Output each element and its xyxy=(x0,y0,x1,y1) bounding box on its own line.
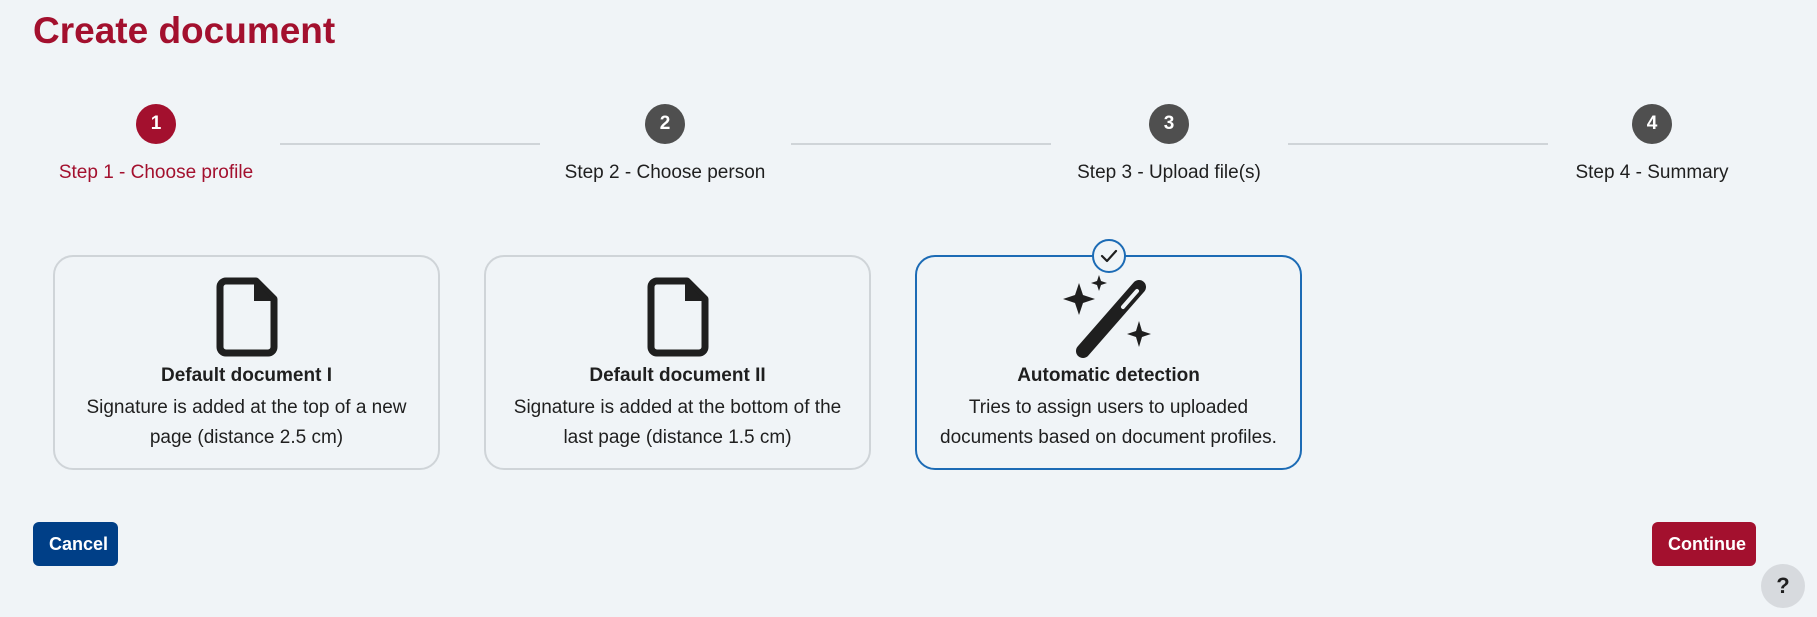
profile-card-default-document-i[interactable]: Default document I Signature is added at… xyxy=(53,255,440,470)
step-label: Step 4 - Summary xyxy=(1575,162,1729,183)
step-connector xyxy=(1288,143,1548,145)
profile-card-default-document-ii[interactable]: Default document II Signature is added a… xyxy=(484,255,871,470)
card-title: Automatic detection xyxy=(1017,365,1200,386)
profile-card-automatic-detection[interactable]: Automatic detection Tries to assign user… xyxy=(915,239,1302,470)
step-number: 3 xyxy=(1149,104,1189,144)
step-connector xyxy=(280,143,540,145)
step-connector xyxy=(791,143,1051,145)
stepper: 1 Step 1 - Choose profile 2 Step 2 - Cho… xyxy=(0,104,1817,194)
step-1[interactable]: 1 Step 1 - Choose profile xyxy=(26,104,286,184)
step-label: Step 1 - Choose profile xyxy=(58,162,254,183)
cancel-button[interactable]: Cancel xyxy=(33,522,118,566)
step-number: 2 xyxy=(645,104,685,144)
continue-button[interactable]: Continue xyxy=(1652,522,1756,566)
step-4[interactable]: 4 Step 4 - Summary xyxy=(1522,104,1782,184)
card-description: Tries to assign users to uploaded docume… xyxy=(940,397,1277,448)
magic-wand-icon xyxy=(1061,275,1157,364)
help-button[interactable]: ? xyxy=(1761,564,1805,608)
step-number: 4 xyxy=(1632,104,1672,144)
step-number: 1 xyxy=(136,104,176,144)
check-icon xyxy=(1091,239,1126,273)
page-title: Create document xyxy=(33,10,336,51)
card-title: Default document II xyxy=(589,365,766,386)
step-label: Step 3 - Upload file(s) xyxy=(1077,162,1261,183)
file-icon xyxy=(216,277,278,362)
card-title: Default document I xyxy=(160,365,332,386)
file-icon xyxy=(647,277,709,362)
step-2[interactable]: 2 Step 2 - Choose person xyxy=(535,104,795,184)
step-3[interactable]: 3 Step 3 - Upload file(s) xyxy=(1039,104,1299,184)
card-description: Signature is added at the top of a new p… xyxy=(86,397,407,448)
step-label: Step 2 - Choose person xyxy=(564,162,766,183)
card-description: Signature is added at the bottom of the … xyxy=(513,397,842,448)
